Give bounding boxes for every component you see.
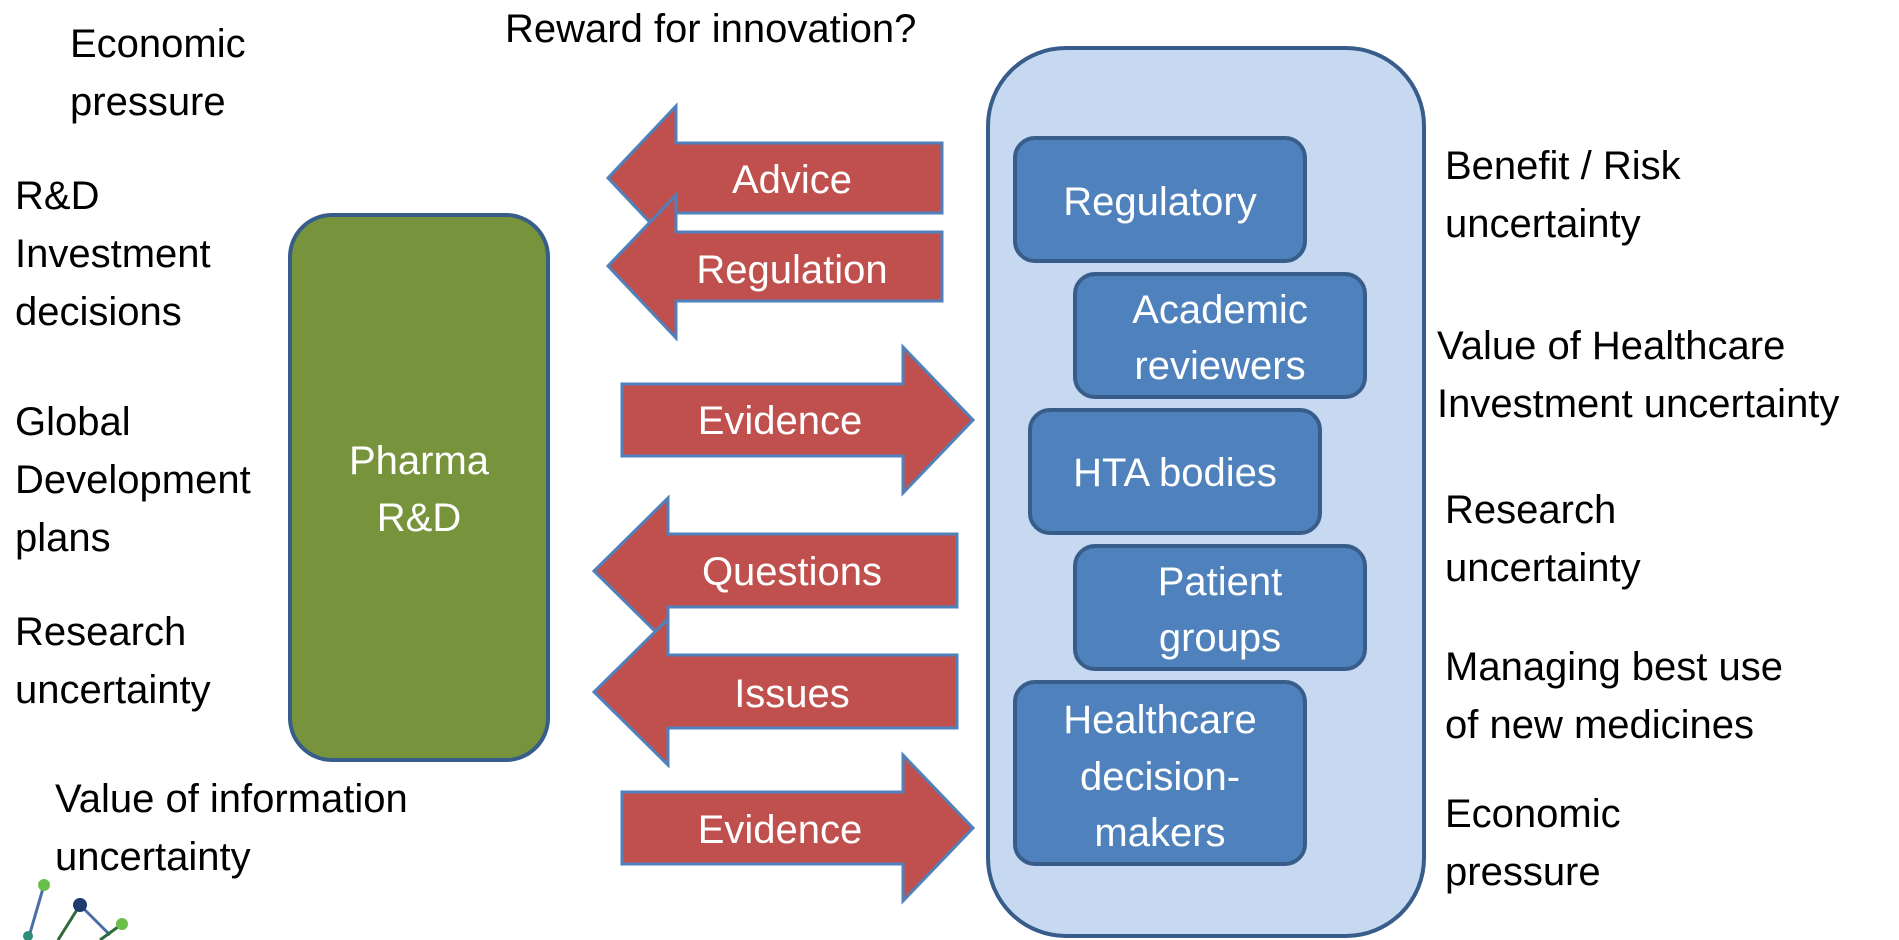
pharma-rd-box: Pharma R&D bbox=[288, 213, 550, 762]
note-reward-for-innovation: Reward for innovation? bbox=[505, 7, 917, 51]
arrow-evidence-1-label: Evidence bbox=[698, 399, 863, 443]
arrow-regulation-label: Regulation bbox=[696, 248, 887, 292]
box-hta-label: HTA bodies bbox=[1073, 451, 1277, 495]
network-dots-logo-icon bbox=[23, 879, 128, 940]
box-patient-groups: Patient groups bbox=[1073, 544, 1367, 671]
box-healthcare-decision-makers: Healthcare decision- makers bbox=[1013, 680, 1307, 866]
arrow-advice: Advice bbox=[605, 102, 944, 254]
box-healthcare-line3: makers bbox=[1094, 811, 1225, 855]
box-patient-line2: groups bbox=[1159, 616, 1281, 660]
arrow-advice-label: Advice bbox=[732, 158, 852, 202]
box-healthcare-line1: Healthcare bbox=[1063, 698, 1256, 742]
box-regulatory-label: Regulatory bbox=[1063, 180, 1256, 224]
arrow-evidence-1: Evidence bbox=[620, 343, 976, 497]
arrow-questions-label: Questions bbox=[702, 550, 882, 594]
note-benefit-risk: Benefit / Risk uncertainty bbox=[1445, 144, 1681, 246]
note-managing-best-use: Managing best use of new medicines bbox=[1445, 645, 1784, 747]
box-healthcare-line2: decision- bbox=[1080, 755, 1240, 799]
note-value-healthcare: Value of Healthcare Investment uncertain… bbox=[1437, 324, 1840, 426]
arrow-regulation: Regulation bbox=[605, 191, 944, 342]
note-research-uncertainty-right: Research uncertainty bbox=[1445, 488, 1641, 590]
note-economic-pressure-left: Economic pressure bbox=[70, 22, 246, 124]
note-rd-investment: R&D Investment decisions bbox=[15, 174, 211, 334]
note-global-development: Global Development plans bbox=[15, 400, 251, 560]
arrow-questions: Questions bbox=[591, 494, 959, 648]
arrow-issues-label: Issues bbox=[734, 672, 850, 716]
note-research-uncertainty-left: Research uncertainty bbox=[15, 610, 211, 712]
box-regulatory: Regulatory bbox=[1013, 136, 1307, 263]
box-hta-bodies: HTA bodies bbox=[1028, 408, 1322, 535]
pharma-label-line2: R&D bbox=[377, 496, 461, 540]
box-academic-line1: Academic bbox=[1132, 288, 1308, 332]
pharma-label-line1: Pharma bbox=[349, 439, 490, 483]
arrow-evidence-2-label: Evidence bbox=[698, 808, 863, 852]
box-patient-line1: Patient bbox=[1158, 560, 1283, 604]
note-value-of-information: Value of information uncertainty bbox=[55, 777, 408, 879]
arrow-evidence-2: Evidence bbox=[620, 751, 976, 905]
box-academic-line2: reviewers bbox=[1134, 344, 1305, 388]
note-economic-pressure-right: Economic pressure bbox=[1445, 792, 1621, 894]
arrow-issues: Issues bbox=[591, 615, 959, 769]
box-academic-reviewers: Academic reviewers bbox=[1073, 272, 1367, 399]
